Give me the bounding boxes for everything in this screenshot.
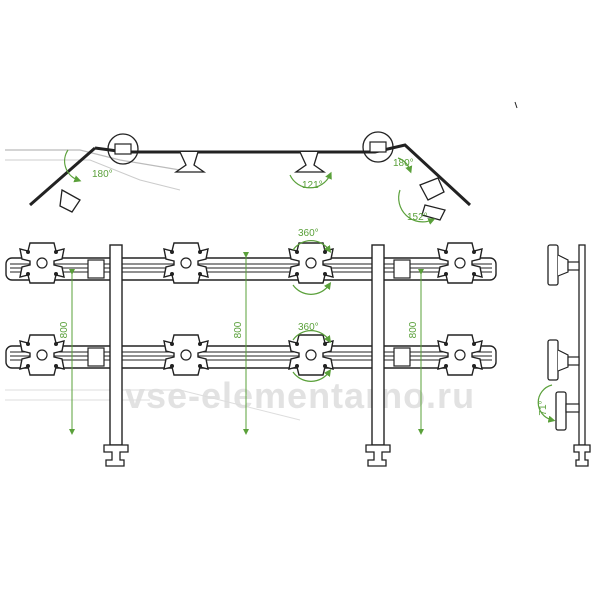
top-view: 180° 121° 180° 152° <box>5 101 518 225</box>
side-view: 71° <box>537 244 591 467</box>
rotation-label-upper: 360° <box>298 228 319 239</box>
front-view: 360° 360° 800 800 800 <box>5 228 497 467</box>
height-label-left: 800 <box>59 321 70 338</box>
angle-label-right-lower: 152° <box>407 212 428 223</box>
height-label-center: 800 <box>233 321 244 338</box>
rotation-label-lower: 360° <box>298 322 319 333</box>
angle-label-center: 121° <box>302 180 323 191</box>
tilt-label: 71° <box>538 400 549 415</box>
angle-label-right: 180° <box>393 158 414 169</box>
angle-label-left: 180° <box>92 169 113 180</box>
watermark-text: vse-elementarno.ru <box>125 375 475 416</box>
height-label-right: 800 <box>408 321 419 338</box>
